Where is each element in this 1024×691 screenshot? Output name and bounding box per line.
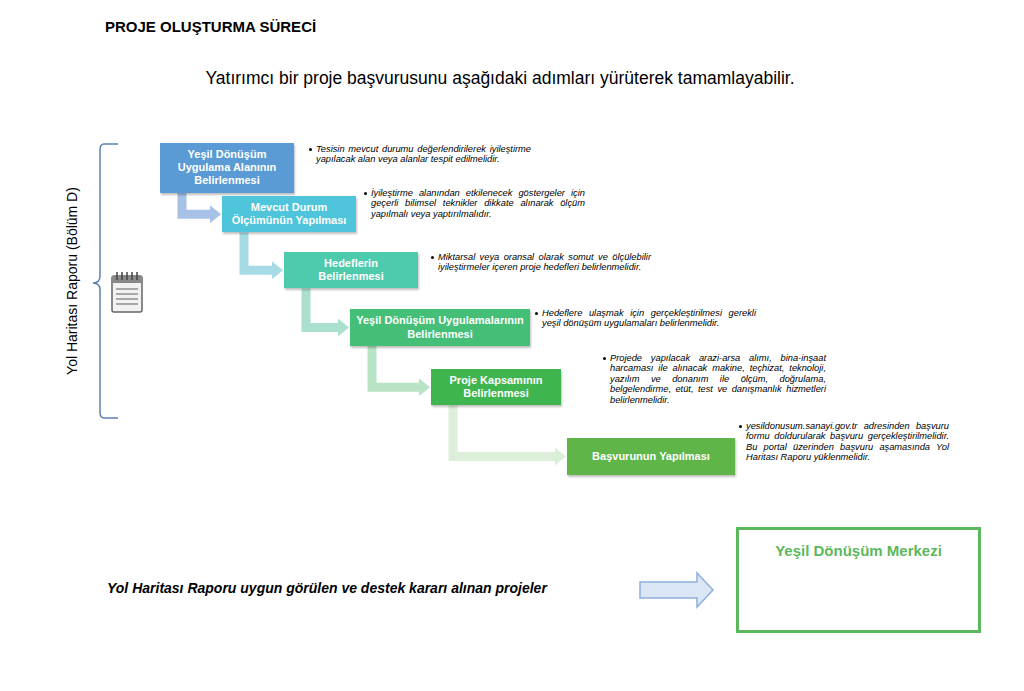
vertical-label: Yol Haritası Raporu (Bölüm D)	[64, 141, 80, 421]
page-title: PROJE OLUŞTURMA SÜRECİ	[105, 18, 316, 35]
process-box: Hedeflerin Belirlenmesi	[284, 252, 418, 288]
box-text: Hedeflerin Belirlenmesi	[290, 257, 412, 283]
process-box: Proje Kapsamının Belirlenmesi	[431, 369, 561, 405]
subtitle: Yatırımcı bir proje başvurusunu aşağıdak…	[130, 68, 870, 89]
bullet-dot	[603, 357, 606, 360]
step-note: Projede yapılacak arazi-arsa alımı, bina…	[610, 353, 826, 405]
box-text: Proje Kapsamının Belirlenmesi	[437, 374, 555, 400]
flow-arrow	[182, 193, 210, 215]
box-text: Yeşil Dönüşüm Merkezi	[775, 542, 942, 559]
bullet-dot	[309, 148, 312, 151]
flow-arrow	[372, 346, 419, 387]
process-box: Yeşil Dönüşüm Uygulamalarının Belirlenme…	[350, 309, 530, 346]
flow-arrow	[244, 232, 272, 270]
flow-arrow	[453, 405, 555, 456]
bullet-dot	[739, 425, 742, 428]
box-text: Yeşil Dönüşüm Uygulama Alanının Belirlen…	[166, 148, 288, 188]
notepad-icon	[112, 272, 142, 312]
process-box: Mevcut Durum Ölçümünün Yapılması	[222, 196, 356, 232]
bullet-dot	[431, 256, 434, 259]
box-text: Yeşil Dönüşüm Uygulamalarının Belirlenme…	[356, 314, 524, 340]
step-note: İyileştirme alanından etkilenecek göster…	[371, 188, 585, 219]
bullet-dot	[364, 192, 367, 195]
block-arrow	[640, 573, 713, 607]
center-box: Yeşil Dönüşüm Merkezi	[736, 527, 981, 633]
footer-note: Yol Haritası Raporu uygun görülen ve des…	[107, 580, 547, 596]
box-text: Başvurunun Yapılması	[592, 450, 710, 463]
step-note: Miktarsal veya oransal olarak somut ve ö…	[438, 252, 651, 273]
bullet-dot	[535, 312, 538, 315]
process-box: Başvurunun Yapılması	[567, 438, 735, 475]
step-note: yesildonusum.sanayi.gov.tr adresinden ba…	[746, 421, 949, 463]
step-note: Tesisin mevcut durumu değerlendirilerek …	[316, 144, 531, 165]
flow-arrow	[306, 288, 338, 327]
process-box: Yeşil Dönüşüm Uygulama Alanının Belirlen…	[160, 143, 294, 193]
step-note: Hedeflere ulaşmak için gerçekleştirilmes…	[542, 308, 756, 329]
box-text: Mevcut Durum Ölçümünün Yapılması	[228, 201, 350, 227]
